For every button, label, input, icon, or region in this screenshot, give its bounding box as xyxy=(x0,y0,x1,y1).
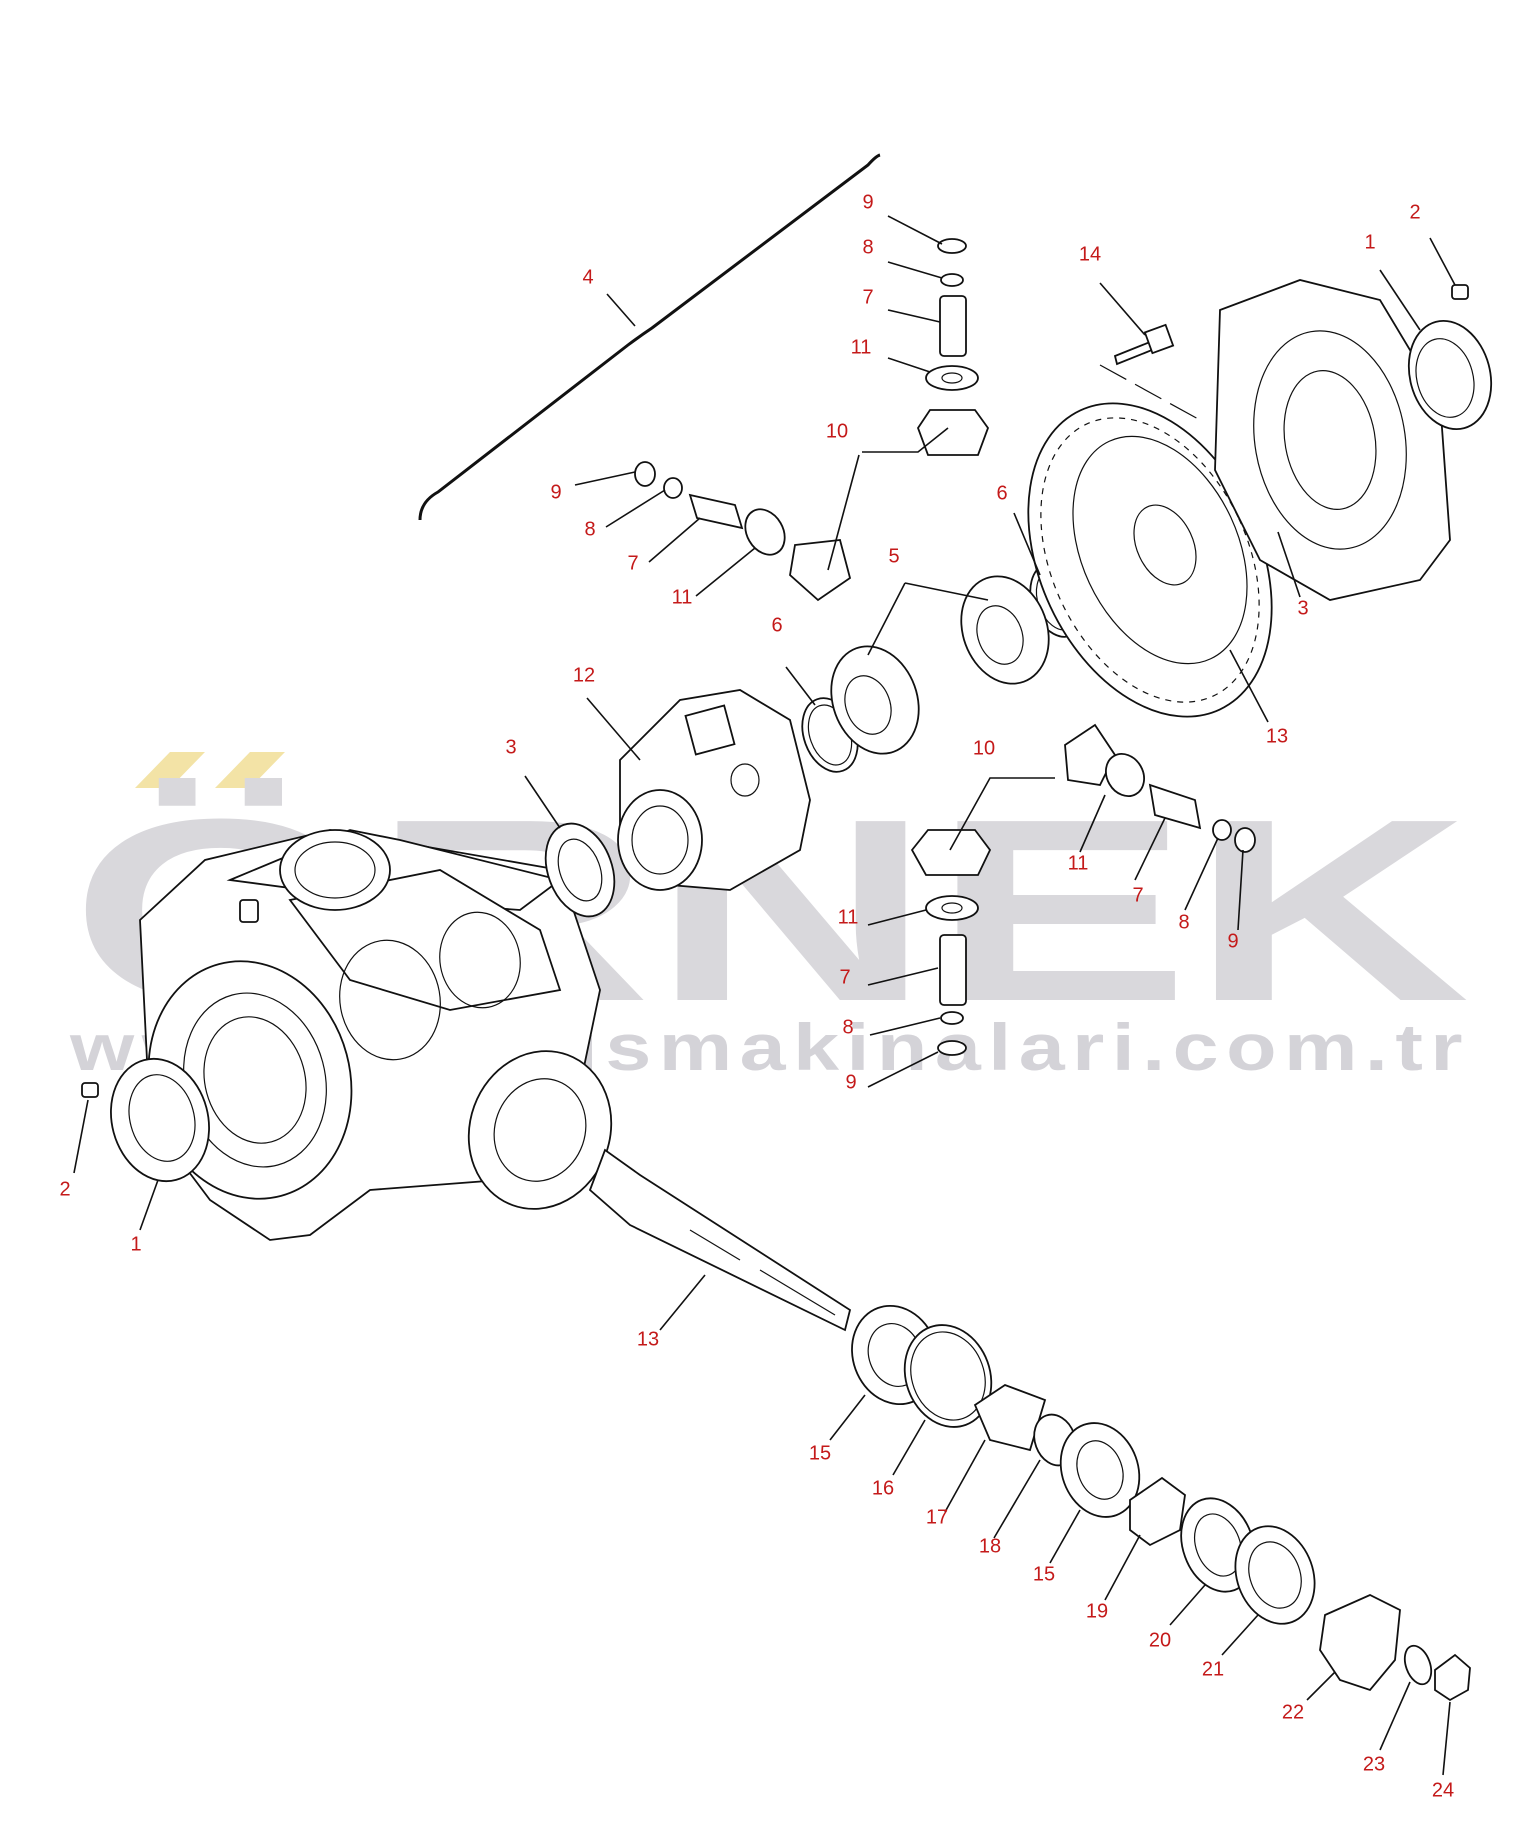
lock-screw-left xyxy=(81,1082,99,1098)
shim-ring xyxy=(903,1324,993,1428)
callout-7-mid: 7 xyxy=(1132,884,1143,906)
callout-24: 24 xyxy=(1432,1779,1454,1801)
callout-20: 20 xyxy=(1149,1629,1171,1651)
callout-3-right: 3 xyxy=(1297,597,1308,619)
callout-18: 18 xyxy=(979,1535,1001,1557)
callout-15-b: 15 xyxy=(1033,1563,1055,1585)
side-gear-right xyxy=(960,575,1050,685)
watermark-accent-right xyxy=(215,752,285,788)
callout-6-left: 6 xyxy=(771,614,782,636)
callout-11-left: 11 xyxy=(672,586,693,608)
pinion-stack-mid xyxy=(1064,723,1256,853)
callout-23: 23 xyxy=(1363,1753,1385,1775)
oil-seal xyxy=(1234,1525,1316,1625)
leader-lines xyxy=(73,215,1456,1776)
pinion-stack-top xyxy=(916,238,990,456)
adjusting-ring-left xyxy=(110,1057,210,1183)
callout-8-mid: 8 xyxy=(1178,911,1189,933)
callout-16: 16 xyxy=(872,1477,894,1499)
yoke-washer xyxy=(1403,1644,1433,1686)
pinion-bearing-rear xyxy=(1059,1422,1141,1518)
lock-screw-right xyxy=(1451,284,1469,300)
callout-9-low: 9 xyxy=(845,1071,856,1093)
drawing xyxy=(81,153,1493,1702)
callout-2-left: 2 xyxy=(59,1178,70,1200)
callout-2-right: 2 xyxy=(1409,201,1420,223)
callout-21: 21 xyxy=(1202,1658,1224,1680)
callout-10-top: 10 xyxy=(826,420,848,442)
callout-15-a: 15 xyxy=(809,1442,831,1464)
bolt xyxy=(1113,340,1154,366)
drive-yoke xyxy=(1319,1594,1401,1692)
yoke-nut xyxy=(1434,1653,1471,1702)
callout-11-mid: 11 xyxy=(1068,852,1089,874)
pinion-stack-low xyxy=(910,829,992,1056)
watermark-accent-left xyxy=(135,752,205,788)
callout-7-low: 7 xyxy=(839,966,850,988)
callout-22: 22 xyxy=(1282,1701,1304,1723)
carrier-cover xyxy=(1214,279,1451,601)
side-gear-left xyxy=(830,645,920,755)
callout-11-low: 11 xyxy=(838,906,859,928)
callout-9-top: 9 xyxy=(862,191,873,213)
callout-19: 19 xyxy=(1086,1600,1108,1622)
slotted-nut xyxy=(1129,1476,1186,1547)
callout-7-left: 7 xyxy=(627,552,638,574)
callout-10-mid: 10 xyxy=(973,737,995,759)
callout-8-top: 8 xyxy=(862,236,873,258)
callout-11-top: 11 xyxy=(851,336,872,358)
pinion-stack-left xyxy=(634,461,852,602)
callout-12: 12 xyxy=(573,664,595,686)
callout-9-left: 9 xyxy=(550,481,561,503)
callout-4: 4 xyxy=(582,266,593,288)
bearing-left xyxy=(544,822,616,918)
assembly-bracket xyxy=(418,153,881,521)
callout-6-right: 6 xyxy=(996,482,1007,504)
callout-9-mid: 9 xyxy=(1227,930,1238,952)
callout-1-left: 1 xyxy=(130,1233,141,1255)
callout-14: 14 xyxy=(1079,243,1101,265)
callout-3-left: 3 xyxy=(505,736,516,758)
callout-7-top: 7 xyxy=(862,286,873,308)
callout-13-ring: 13 xyxy=(1266,725,1288,747)
differential-case xyxy=(617,689,811,891)
callout-8-low: 8 xyxy=(842,1016,853,1038)
callout-1-right: 1 xyxy=(1364,231,1375,253)
drive-pinion xyxy=(588,1148,852,1332)
callout-labels: 9 8 7 11 10 4 9 8 7 11 5 6 6 12 3 14 2 1… xyxy=(59,191,1454,1801)
callout-5: 5 xyxy=(888,545,899,567)
callout-13-pinion: 13 xyxy=(637,1328,659,1350)
callout-8-left: 8 xyxy=(584,518,595,540)
callout-17: 17 xyxy=(926,1506,948,1528)
